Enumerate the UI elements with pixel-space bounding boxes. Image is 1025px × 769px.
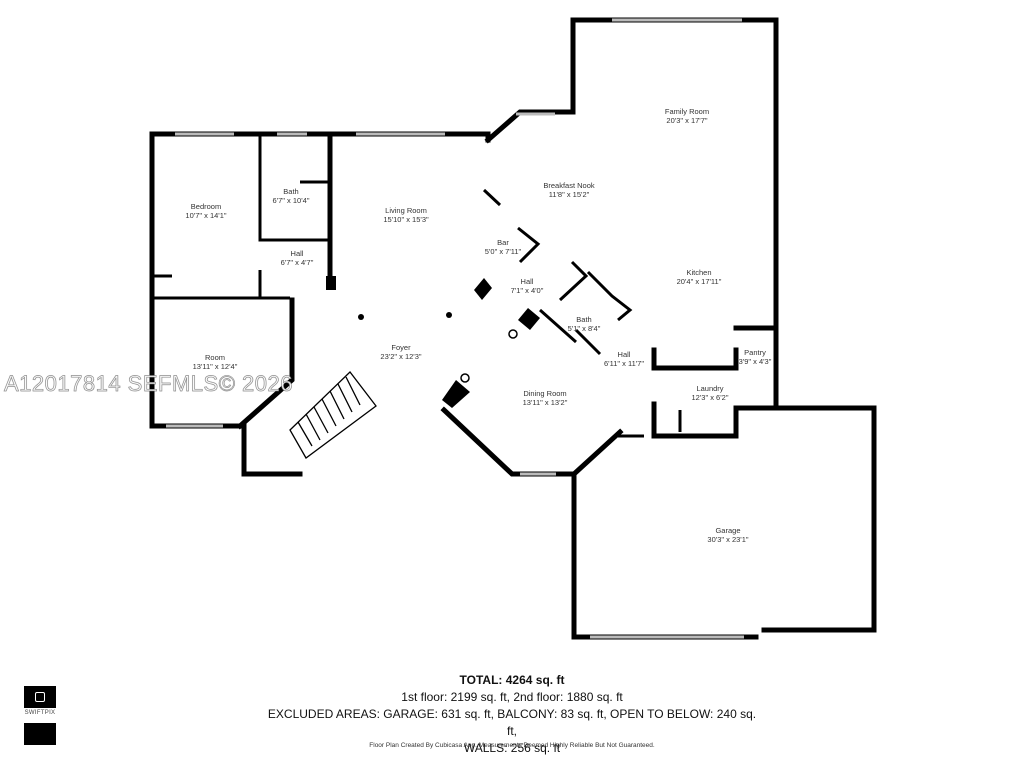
house-icon bbox=[35, 692, 45, 702]
interior-walls bbox=[152, 134, 682, 438]
mls-watermark: A12017814 SEFMLS© 2026 bbox=[4, 371, 293, 397]
logo-bottom-block bbox=[24, 723, 56, 745]
swiftpix-logo: SWIFTPIX bbox=[24, 686, 56, 746]
total-area: TOTAL: 4264 sq. ft bbox=[459, 673, 565, 687]
fixtures bbox=[326, 276, 540, 408]
area-summary: TOTAL: 4264 sq. ft 1st floor: 2199 sq. f… bbox=[262, 672, 762, 757]
excluded-areas: EXCLUDED AREAS: GARAGE: 631 sq. ft, BALC… bbox=[267, 707, 757, 738]
logo-text: SWIFTPIX bbox=[24, 710, 56, 716]
logo-top-block bbox=[24, 686, 56, 708]
exterior-walls bbox=[149, 17, 877, 640]
stairs bbox=[289, 371, 377, 459]
disclaimer: Floor Plan Created By Cubicasa App. Meas… bbox=[369, 742, 655, 749]
floor-areas: 1st floor: 2199 sq. ft, 2nd floor: 1880 … bbox=[401, 690, 623, 704]
window-marks bbox=[166, 18, 744, 639]
walls-area: WALLS: 256 sq. ft bbox=[463, 741, 561, 755]
